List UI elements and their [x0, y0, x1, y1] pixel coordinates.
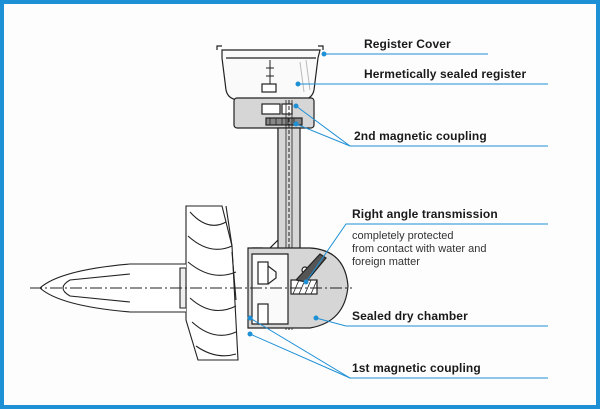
label-right-angle-transmission: Right angle transmission: [352, 207, 498, 221]
register-head: [216, 45, 324, 129]
right-angle-note: completely protected from contact with w…: [352, 230, 552, 269]
right-angle-note-line-2: from contact with water and: [352, 243, 487, 255]
label-2nd-magnetic-coupling: 2nd magnetic coupling: [354, 129, 487, 143]
right-angle-note-line-3: foreign matter: [352, 256, 420, 268]
label-hermetic-register: Hermetically sealed register: [364, 67, 527, 81]
leader-lines: [247, 51, 548, 379]
right-angle-note-line-1: completely protected: [352, 230, 454, 242]
label-1st-magnetic-coupling: 1st magnetic coupling: [352, 361, 481, 375]
turbine-rotor: [185, 205, 239, 361]
label-register-cover: Register Cover: [364, 37, 451, 51]
label-sealed-dry-chamber: Sealed dry chamber: [352, 309, 468, 323]
